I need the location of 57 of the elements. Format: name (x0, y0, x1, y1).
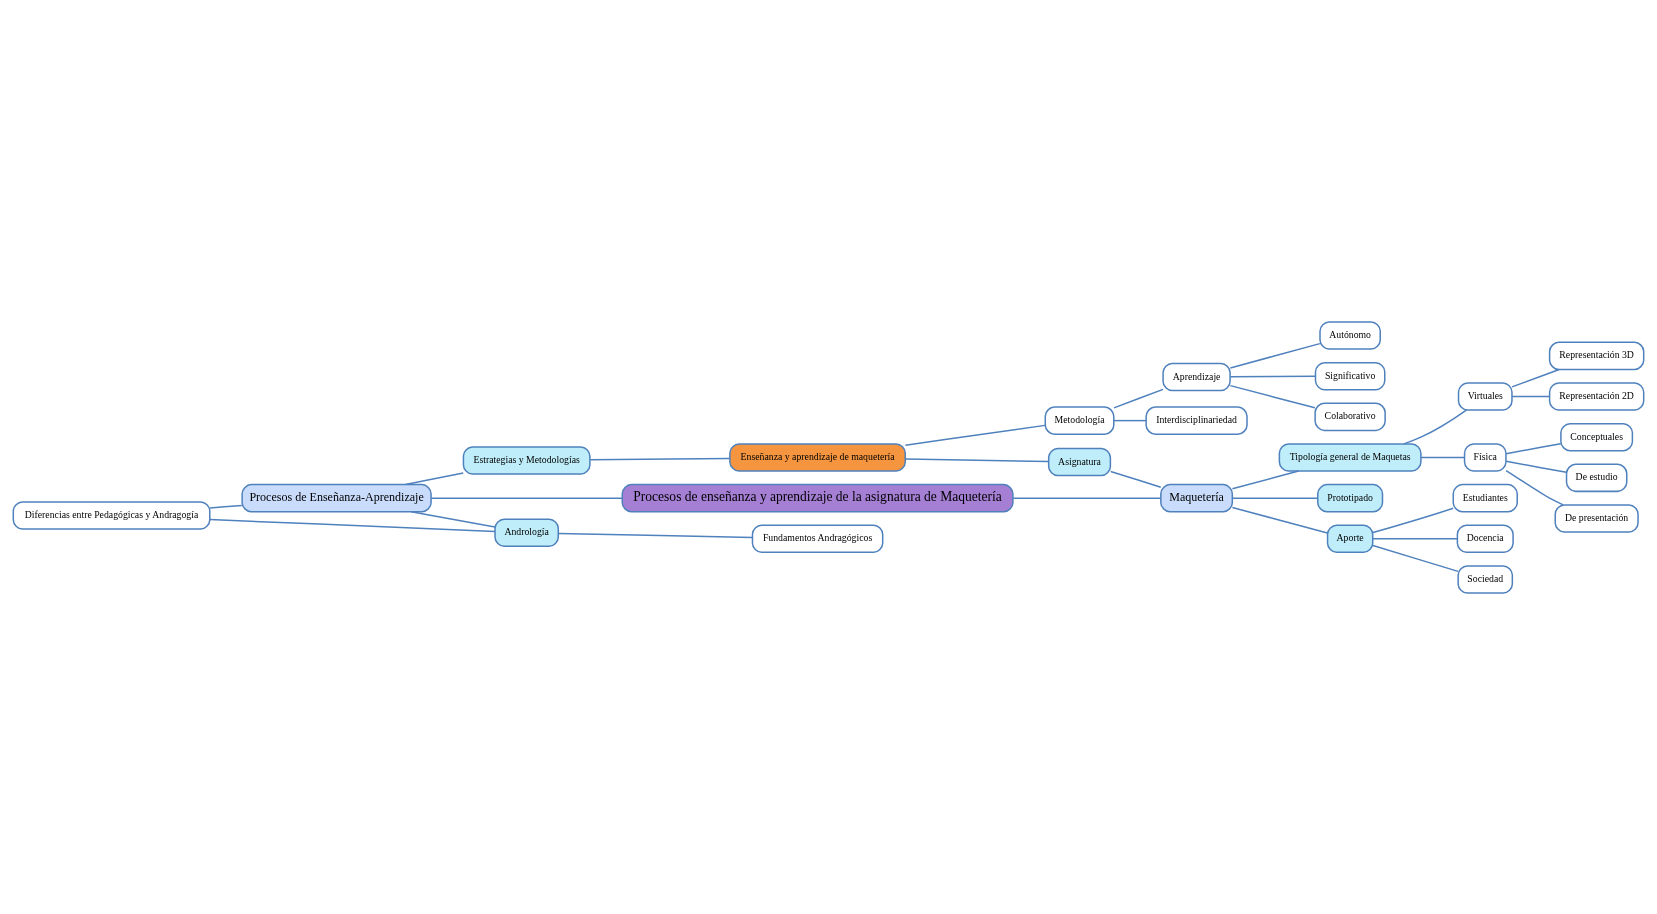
node-box: Representación 2D (1548, 381, 1645, 411)
node-box: Prototipado (1317, 483, 1384, 512)
connector (209, 504, 243, 509)
node-box: Andrología (494, 517, 560, 547)
connector (1403, 408, 1468, 445)
connector (410, 510, 496, 528)
node-box: Fundamentos Andragógicos (751, 524, 884, 553)
connector (1231, 506, 1329, 534)
connector (1511, 368, 1560, 388)
node-box: Estrategias y Metodologías (462, 445, 591, 475)
node-box: Virtuales (1457, 381, 1513, 411)
connector (557, 532, 754, 538)
connector (1372, 537, 1459, 540)
connector (1505, 469, 1564, 506)
connector (430, 496, 623, 499)
node-box: Representación 3D (1548, 341, 1645, 370)
node-box: Maquetería (1160, 483, 1234, 512)
connector (1505, 442, 1562, 455)
node-box: Tipología general de Maquetas (1278, 442, 1422, 472)
node-box: Docencia (1456, 524, 1514, 553)
connector (1372, 507, 1454, 533)
connector (1012, 496, 1162, 499)
node-box: Autónomo (1319, 320, 1381, 350)
node-box: Física (1463, 442, 1507, 472)
connector (1229, 384, 1316, 409)
connector (404, 471, 465, 485)
connector (1231, 496, 1319, 499)
connector (589, 457, 731, 461)
node-box: Aprendizaje (1162, 362, 1231, 391)
node-box: Colaborativo (1314, 402, 1386, 431)
connector (904, 424, 1046, 446)
connector (1420, 456, 1466, 458)
connector (1113, 388, 1164, 409)
connector (1231, 469, 1300, 490)
node-box: Metodología (1044, 405, 1115, 435)
node-box: Aporte (1326, 524, 1374, 553)
connector (1109, 470, 1162, 488)
connector (209, 518, 496, 532)
connector (1511, 395, 1551, 397)
node-box: Sociedad (1457, 564, 1514, 594)
connector (1229, 342, 1321, 369)
connector (1229, 375, 1317, 378)
connector (1505, 459, 1568, 473)
node-box: Enseñanza y aprendizaje de maquetería (729, 442, 907, 472)
node-box: Asignatura (1047, 447, 1112, 476)
connector (904, 457, 1050, 462)
node-box: Estudiantes (1452, 483, 1518, 512)
connector (1372, 544, 1459, 572)
node-box: Procesos de enseñanza y aprendizaje de la asignatura de Maquetería (621, 483, 1014, 512)
node-box: De estudio (1565, 463, 1628, 492)
node-box: Significativo (1314, 361, 1386, 390)
node-box: De presentación (1554, 503, 1639, 533)
connector (1113, 419, 1147, 421)
node-box: Conceptuales (1560, 422, 1634, 451)
node-box: Interdisciplinariedad (1145, 405, 1248, 435)
node-box: Diferencias entre Pedagógicas y Andragogía (12, 500, 211, 530)
node-box: Procesos de Enseñanza-Aprendizaje (241, 483, 432, 512)
